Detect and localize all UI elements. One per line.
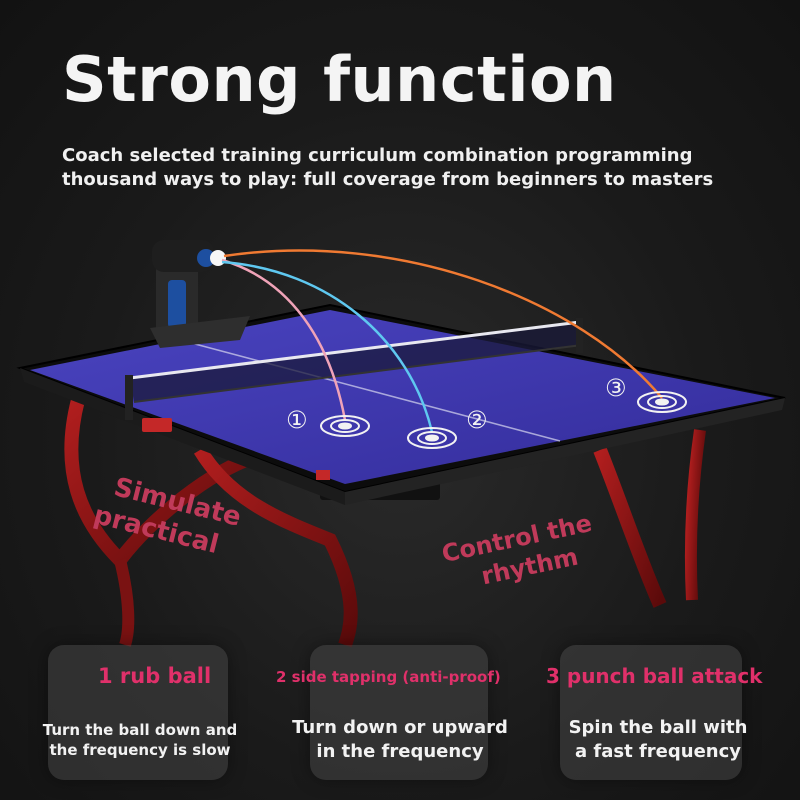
target-zones (320, 391, 687, 449)
mode-desc-1-line-1: Turn the ball down and (42, 721, 238, 739)
page-title: Strong function (62, 43, 617, 116)
mode-title-1: 1 rub ball (98, 664, 212, 688)
mode-desc-3-line-1: Spin the ball with (568, 717, 748, 738)
mode-desc-1-line-2: the frequency is slow (49, 741, 231, 759)
target-marker-1: ① (286, 406, 308, 434)
page-subtitle: Coach selected training curriculum combi… (62, 144, 762, 192)
mode-desc-3: Spin the ball with a fast frequency (540, 716, 776, 764)
ping-pong-ball (210, 250, 226, 266)
target-marker-2: ② (466, 406, 488, 434)
mode-title-2: 2 side tapping (anti-proof) (276, 668, 501, 686)
ball-trajectories (221, 249, 663, 433)
target-marker-3: ③ (605, 374, 627, 402)
mode-desc-1: Turn the ball down and the frequency is … (30, 720, 250, 760)
mode-desc-2: Turn down or upward in the frequency (280, 716, 520, 764)
mode-card-1 (48, 645, 228, 780)
mode-card-3 (560, 645, 742, 780)
table-net (125, 318, 583, 420)
mode-desc-2-line-1: Turn down or upward (292, 717, 508, 738)
subtitle-line-1: Coach selected training curriculum combi… (62, 145, 693, 166)
mode-desc-2-line-2: in the frequency (316, 741, 484, 762)
subtitle-line-2: thousand ways to play: full coverage fro… (62, 169, 714, 190)
mode-card-2 (310, 645, 488, 780)
ball-machine (150, 240, 250, 348)
table-legs (64, 398, 706, 648)
mode-desc-3-line-2: a fast frequency (574, 741, 742, 762)
mode-title-3: 3 punch ball attack (546, 664, 763, 688)
table-top (30, 310, 775, 484)
